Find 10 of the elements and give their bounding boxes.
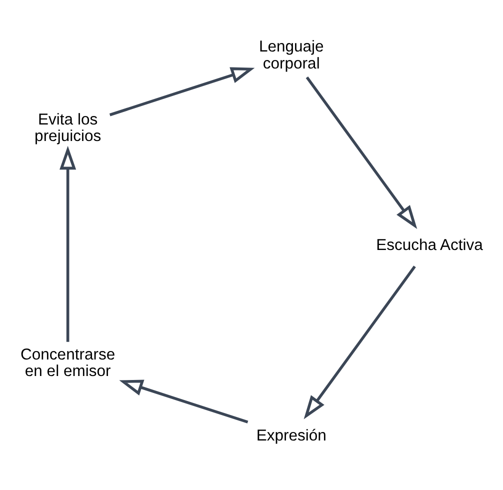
node-text: Escucha Activa (376, 236, 483, 254)
arrow (119, 379, 248, 423)
arrow (109, 66, 255, 116)
arrow (60, 145, 76, 342)
arrow (304, 265, 416, 419)
arrow (306, 76, 418, 229)
node-text: Expresión (256, 426, 326, 444)
node-text: Lenguaje corporal (258, 38, 324, 72)
node-text: Evita los prejuicios (34, 110, 102, 145)
node-text: Concentrarse en el emisor (20, 346, 116, 380)
